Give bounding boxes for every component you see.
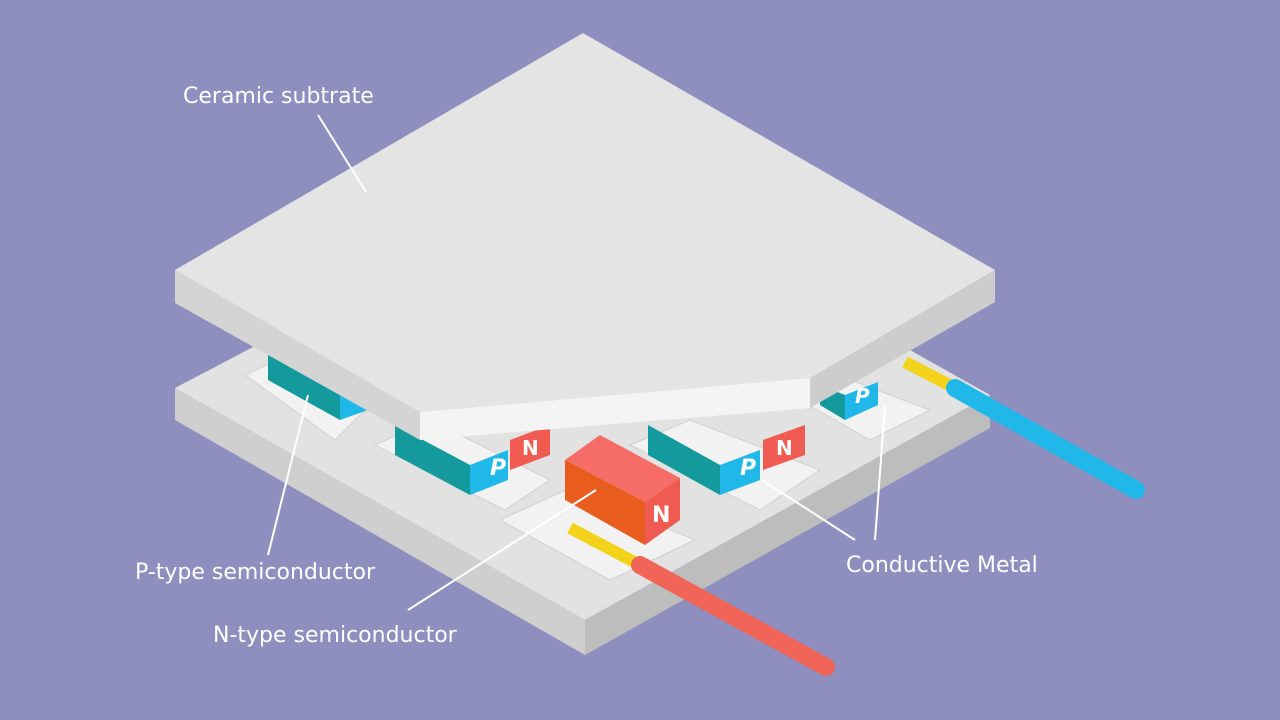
leader-lines (267, 114, 886, 611)
n-type-label: N-type semiconductor (213, 623, 457, 648)
n-type-block-front (565, 435, 680, 545)
p-type-label: P-type semiconductor (135, 560, 376, 585)
red-wire (567, 522, 835, 676)
n-label-2: N (776, 436, 793, 460)
p-label-2: P (740, 456, 756, 481)
n-label-1: N (522, 436, 539, 460)
p-label-3: P (855, 384, 870, 408)
metal-pad-front (498, 487, 697, 581)
ceramic-substrate-label: Ceramic subtrate (183, 84, 374, 109)
top-ceramic-substrate (175, 33, 995, 440)
blue-wire (902, 356, 1145, 499)
p-label-1: P (490, 456, 506, 481)
conductive-metal-label: Conductive Metal (846, 553, 1038, 578)
n-type-blocks-back (510, 425, 805, 470)
n-label-front: N (652, 503, 670, 528)
